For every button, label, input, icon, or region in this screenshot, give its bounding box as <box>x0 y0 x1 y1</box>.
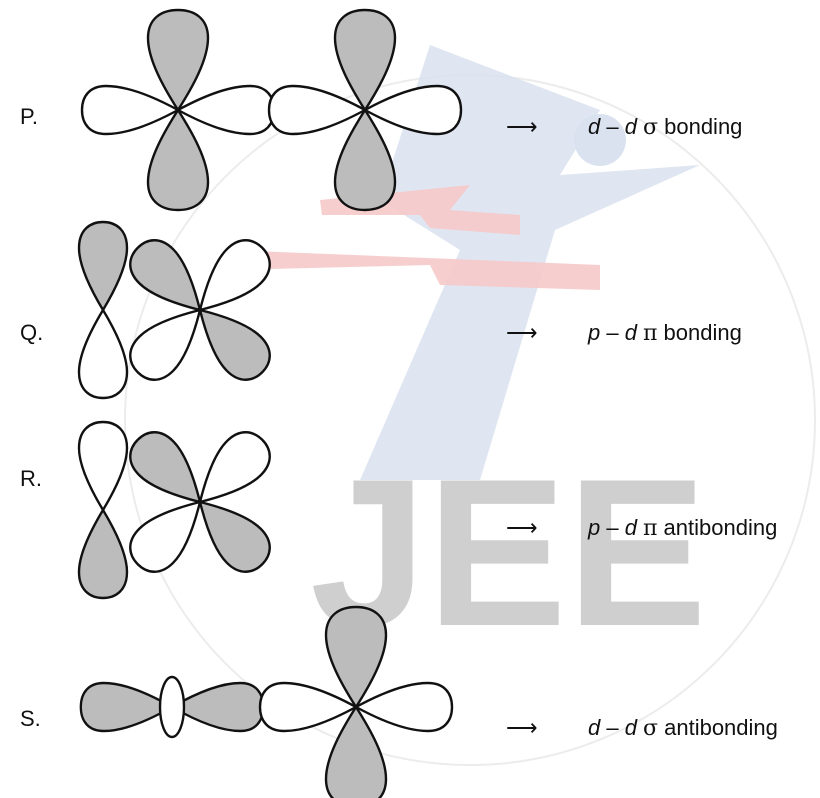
arrow-icon: ⟶ <box>506 114 538 139</box>
watermark: JEE <box>124 45 816 766</box>
svg-text:p – dπ bonding: p – dπ bonding <box>587 320 742 346</box>
bond-symbol: π <box>643 321 657 346</box>
bond-kind: bonding <box>657 320 741 345</box>
dash: – <box>600 715 624 740</box>
watermark-head <box>574 114 626 166</box>
orbital-q-row <box>77 220 281 400</box>
arrow-icon: ⟶ <box>506 715 538 740</box>
orbital-symbol-right: d <box>625 320 638 345</box>
dash: – <box>600 515 624 540</box>
svg-text:d – dσ antibonding: d – dσ antibonding <box>588 715 778 741</box>
row-label-p: P. <box>20 104 38 129</box>
bond-kind: bonding <box>658 114 742 139</box>
svg-text:d – dσ bonding: d – dσ bonding <box>588 114 742 140</box>
row-label-r: R. <box>20 466 42 491</box>
orbital-s-row <box>79 605 454 798</box>
orbital-symbol-left: d <box>588 715 601 740</box>
orbital-symbol-left: d <box>588 114 601 139</box>
arrow-icon: ⟶ <box>506 320 538 345</box>
orbital-symbol-right: d <box>625 114 638 139</box>
row-label-q: Q. <box>20 320 43 345</box>
orbital-symbol-right: d <box>625 715 638 740</box>
orbital-r-row <box>77 420 281 600</box>
dash: – <box>600 114 624 139</box>
orbital-symbol-left: p <box>587 320 600 345</box>
watermark-stripe-2 <box>230 250 600 290</box>
bond-kind: antibonding <box>657 515 777 540</box>
bond-symbol: π <box>643 516 657 541</box>
arrow-icon: ⟶ <box>506 515 538 540</box>
dash: – <box>600 320 624 345</box>
bond-kind: antibonding <box>658 715 778 740</box>
bond-symbol: σ <box>643 716 658 741</box>
orbital-symbol-right: d <box>625 515 638 540</box>
row-label-s: S. <box>20 706 41 731</box>
orbital-symbol-left: p <box>587 515 600 540</box>
bond-symbol: σ <box>643 115 658 140</box>
svg-text:p – dπ antibonding: p – dπ antibonding <box>587 515 777 541</box>
